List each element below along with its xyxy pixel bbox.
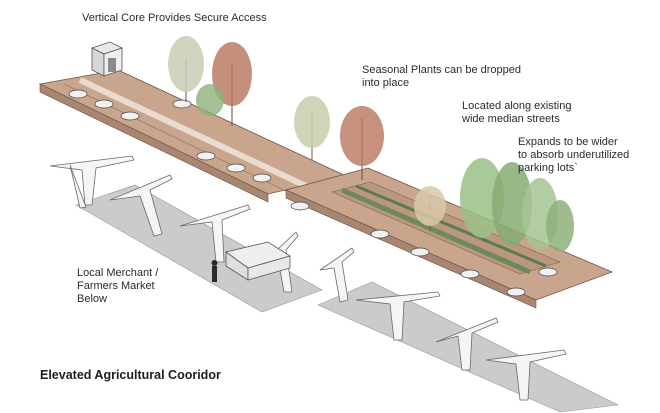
label-seasonal-plants-line1: Seasonal Plants can be dropped (362, 64, 521, 76)
label-median-streets: Located along existing wide median stree… (462, 100, 622, 126)
label-seasonal-plants: Seasonal Plants can be dropped into plac… (362, 64, 532, 90)
label-seasonal-plants-line2: into place (362, 77, 409, 89)
vertical-core-kiosk (92, 42, 122, 76)
label-median-streets-line2: wide median streets (462, 113, 560, 125)
label-market-line3: Below (77, 293, 107, 305)
label-expands-wider: Expands to be wider to absorb underutili… (518, 136, 648, 175)
label-expands-line1: Expands to be wider (518, 136, 618, 148)
label-vertical-core: Vertical Core Provides Secure Access (82, 12, 267, 25)
label-expands-line3: parking lots` (518, 162, 578, 174)
label-farmers-market: Local Merchant / Farmers Market Below (77, 267, 177, 306)
diagram-title: Elevated Agricultural Cooridor (40, 368, 221, 382)
label-market-line1: Local Merchant / (77, 267, 158, 279)
label-expands-line2: to absorb underutilized (518, 149, 629, 161)
label-market-line2: Farmers Market (77, 280, 155, 292)
label-median-streets-line1: Located along existing (462, 100, 571, 112)
